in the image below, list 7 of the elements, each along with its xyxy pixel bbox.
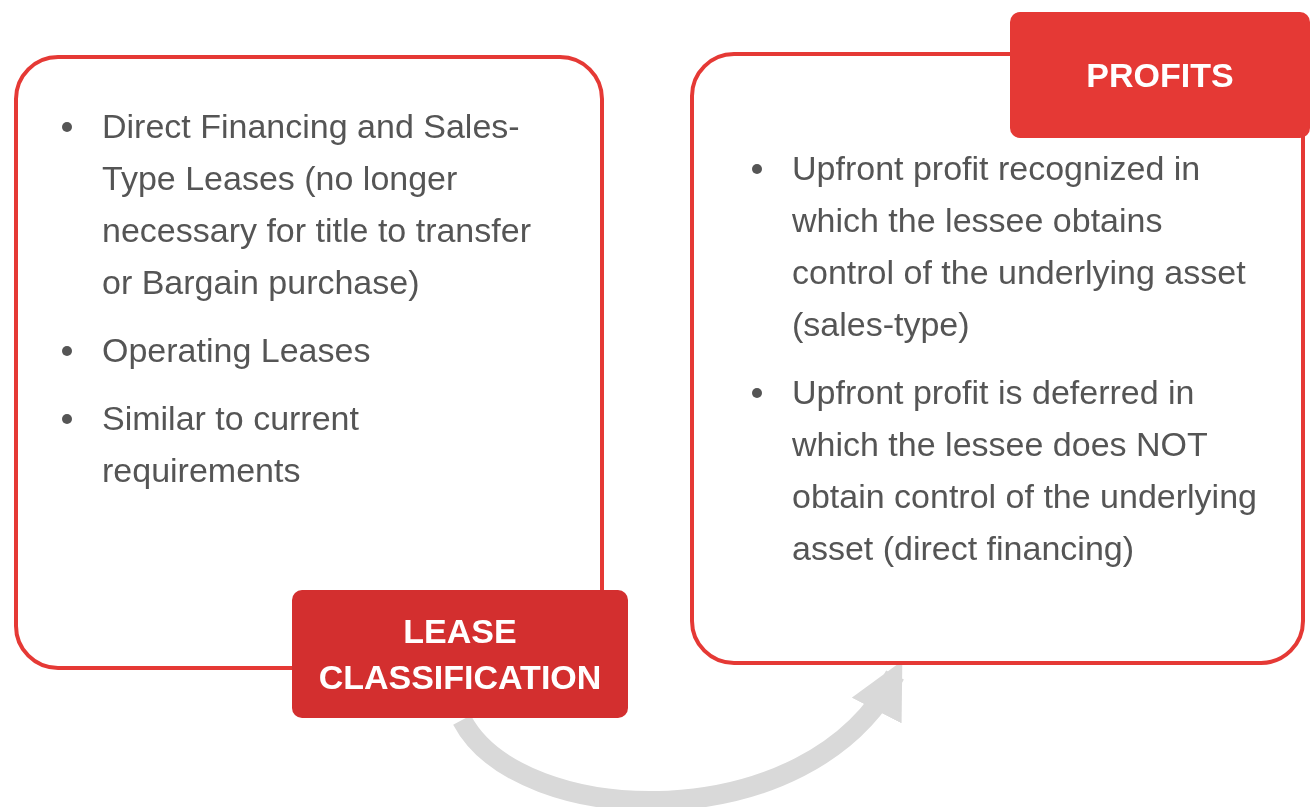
- bullet-text: Similar to current requirements: [62, 392, 562, 496]
- heading-tab: LEASE CLASSIFICATION: [292, 590, 628, 718]
- bullet-text: Upfront profit recognized in which the lessee obtains control of the underlying asset (sales-type): [752, 142, 1272, 350]
- bullet-text: Operating Leases: [62, 324, 562, 376]
- heading-tab: PROFITS: [1010, 12, 1310, 138]
- bullet-text: Upfront profit is deferred in which the lessee does NOT obtain control of the underlying asset (direct financing): [752, 366, 1272, 574]
- bullet-text: Direct Financing and Sales-Type Leases (no longer necessary for title to transfer or Bargain purchase): [62, 100, 562, 308]
